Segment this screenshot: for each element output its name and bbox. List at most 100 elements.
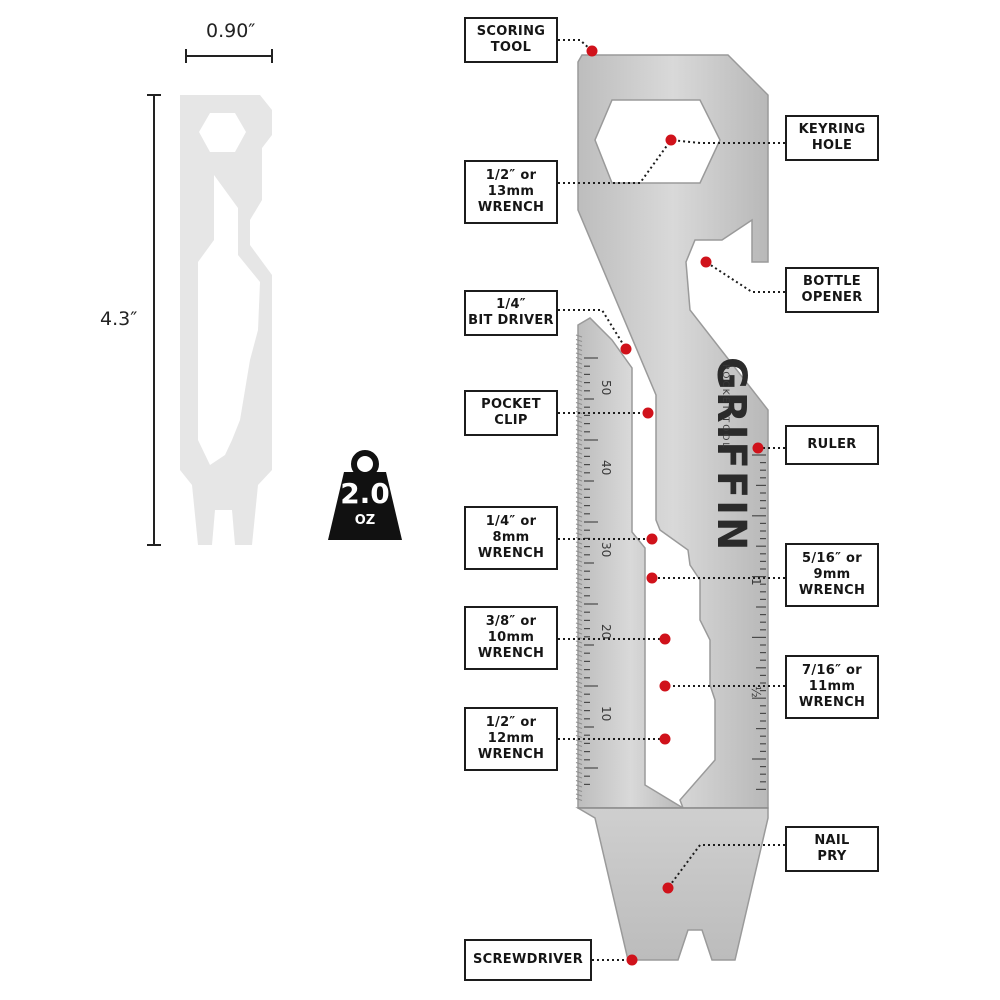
serration [575, 433, 583, 437]
dot-bit-driver [620, 343, 632, 355]
serration [575, 717, 583, 720]
ruler-cm-label: 50 [599, 380, 613, 395]
serration [575, 739, 583, 743]
ruler-cm-label: 10 [599, 706, 613, 721]
serration [575, 753, 583, 756]
serration [575, 402, 583, 405]
serration [575, 514, 583, 518]
weight-value: 2.0 [340, 477, 390, 510]
serration [575, 712, 583, 716]
callout-wrench-10mm: 3/8″ or 10mm WRENCH [464, 606, 558, 670]
serration [575, 438, 583, 441]
callout-keyring-hole: KEYRING HOLE [785, 115, 879, 161]
serration [575, 496, 583, 500]
serration [575, 757, 583, 761]
width-label: 0.90″ [206, 20, 256, 42]
serration [575, 573, 583, 576]
callout-bottle-opener: BOTTLE OPENER [785, 267, 879, 313]
callout-nail-pry: NAIL PRY [785, 826, 879, 872]
serration [575, 595, 583, 599]
serration [575, 609, 583, 612]
callout-wrench-13mm: 1/2″ or 13mm WRENCH [464, 160, 558, 224]
serration [575, 744, 583, 747]
serration [575, 667, 583, 671]
ruler-cm-label: 40 [599, 460, 613, 475]
serration [575, 523, 583, 527]
serration [575, 348, 583, 351]
serration [575, 366, 583, 369]
ruler-serrations [575, 334, 583, 801]
serration [575, 735, 583, 738]
serration [575, 388, 583, 392]
serration [575, 762, 583, 765]
leader-nail-pry [667, 844, 785, 889]
callout-pocket-clip: POCKET CLIP [464, 390, 558, 436]
serration [575, 492, 583, 495]
serration [575, 510, 583, 513]
width-dimension [185, 49, 273, 63]
serration [575, 699, 583, 702]
serration [575, 406, 583, 410]
serration [575, 798, 583, 801]
callout-wrench-9mm: 5/16″ or 9mm WRENCH [785, 543, 879, 607]
serration [575, 645, 583, 648]
callout-bit-driver: 1/4″ BIT DRIVER [464, 290, 558, 336]
callout-wrench-8mm: 1/4″ or 8mm WRENCH [464, 506, 558, 570]
serration [575, 393, 583, 396]
serration [575, 789, 583, 792]
serration [575, 555, 583, 558]
dot-wrench-10mm [659, 633, 671, 645]
serration [575, 622, 583, 626]
serration [575, 519, 583, 522]
weight-badge [328, 450, 402, 540]
serration [575, 726, 583, 729]
serration [575, 730, 583, 734]
serration [575, 690, 583, 693]
height-dimension [147, 94, 161, 546]
serration [575, 334, 583, 338]
serration [575, 780, 583, 783]
leader-lines [558, 39, 785, 961]
serration [575, 420, 583, 423]
serration [575, 640, 583, 644]
serration [575, 501, 583, 504]
serration [575, 505, 583, 509]
callout-screwdriver: SCREWDRIVER [464, 939, 592, 981]
serration [575, 469, 583, 473]
serration [575, 708, 583, 711]
serration [575, 721, 583, 725]
serration [575, 604, 583, 608]
dot-ruler [752, 442, 764, 454]
callout-wrench-11mm: 7/16″ or 11mm WRENCH [785, 655, 879, 719]
serration [575, 618, 583, 621]
serration [575, 456, 583, 459]
callout-wrench-12mm: 1/2″ or 12mm WRENCH [464, 707, 558, 771]
tool-silhouette [180, 95, 272, 545]
dot-wrench-11mm [659, 680, 671, 692]
leader-scoring-tool [558, 39, 593, 52]
dot-scoring-tool [586, 45, 598, 57]
tool-body [577, 54, 769, 809]
serration [575, 676, 583, 680]
serration [575, 541, 583, 545]
ruler-ticks-inch [752, 454, 766, 791]
serration [575, 415, 583, 419]
serration [575, 748, 583, 752]
ruler-inch-label: ½ [749, 686, 763, 698]
serration [575, 577, 583, 581]
leader-wrench-13mm [558, 139, 672, 184]
ruler-inch-label: 1 [749, 578, 763, 586]
serration [575, 582, 583, 585]
dot-wrench-9mm [646, 572, 658, 584]
brand-name: GRIFFIN [708, 357, 754, 553]
callout-ruler: RULER [785, 425, 879, 465]
ruler-arm [577, 317, 686, 809]
serration [575, 361, 583, 365]
serration [575, 586, 583, 590]
dot-pocket-clip [642, 407, 654, 419]
serration [575, 568, 583, 572]
serration [575, 766, 583, 770]
serration [575, 636, 583, 639]
weight-unit: OZ [354, 513, 376, 528]
